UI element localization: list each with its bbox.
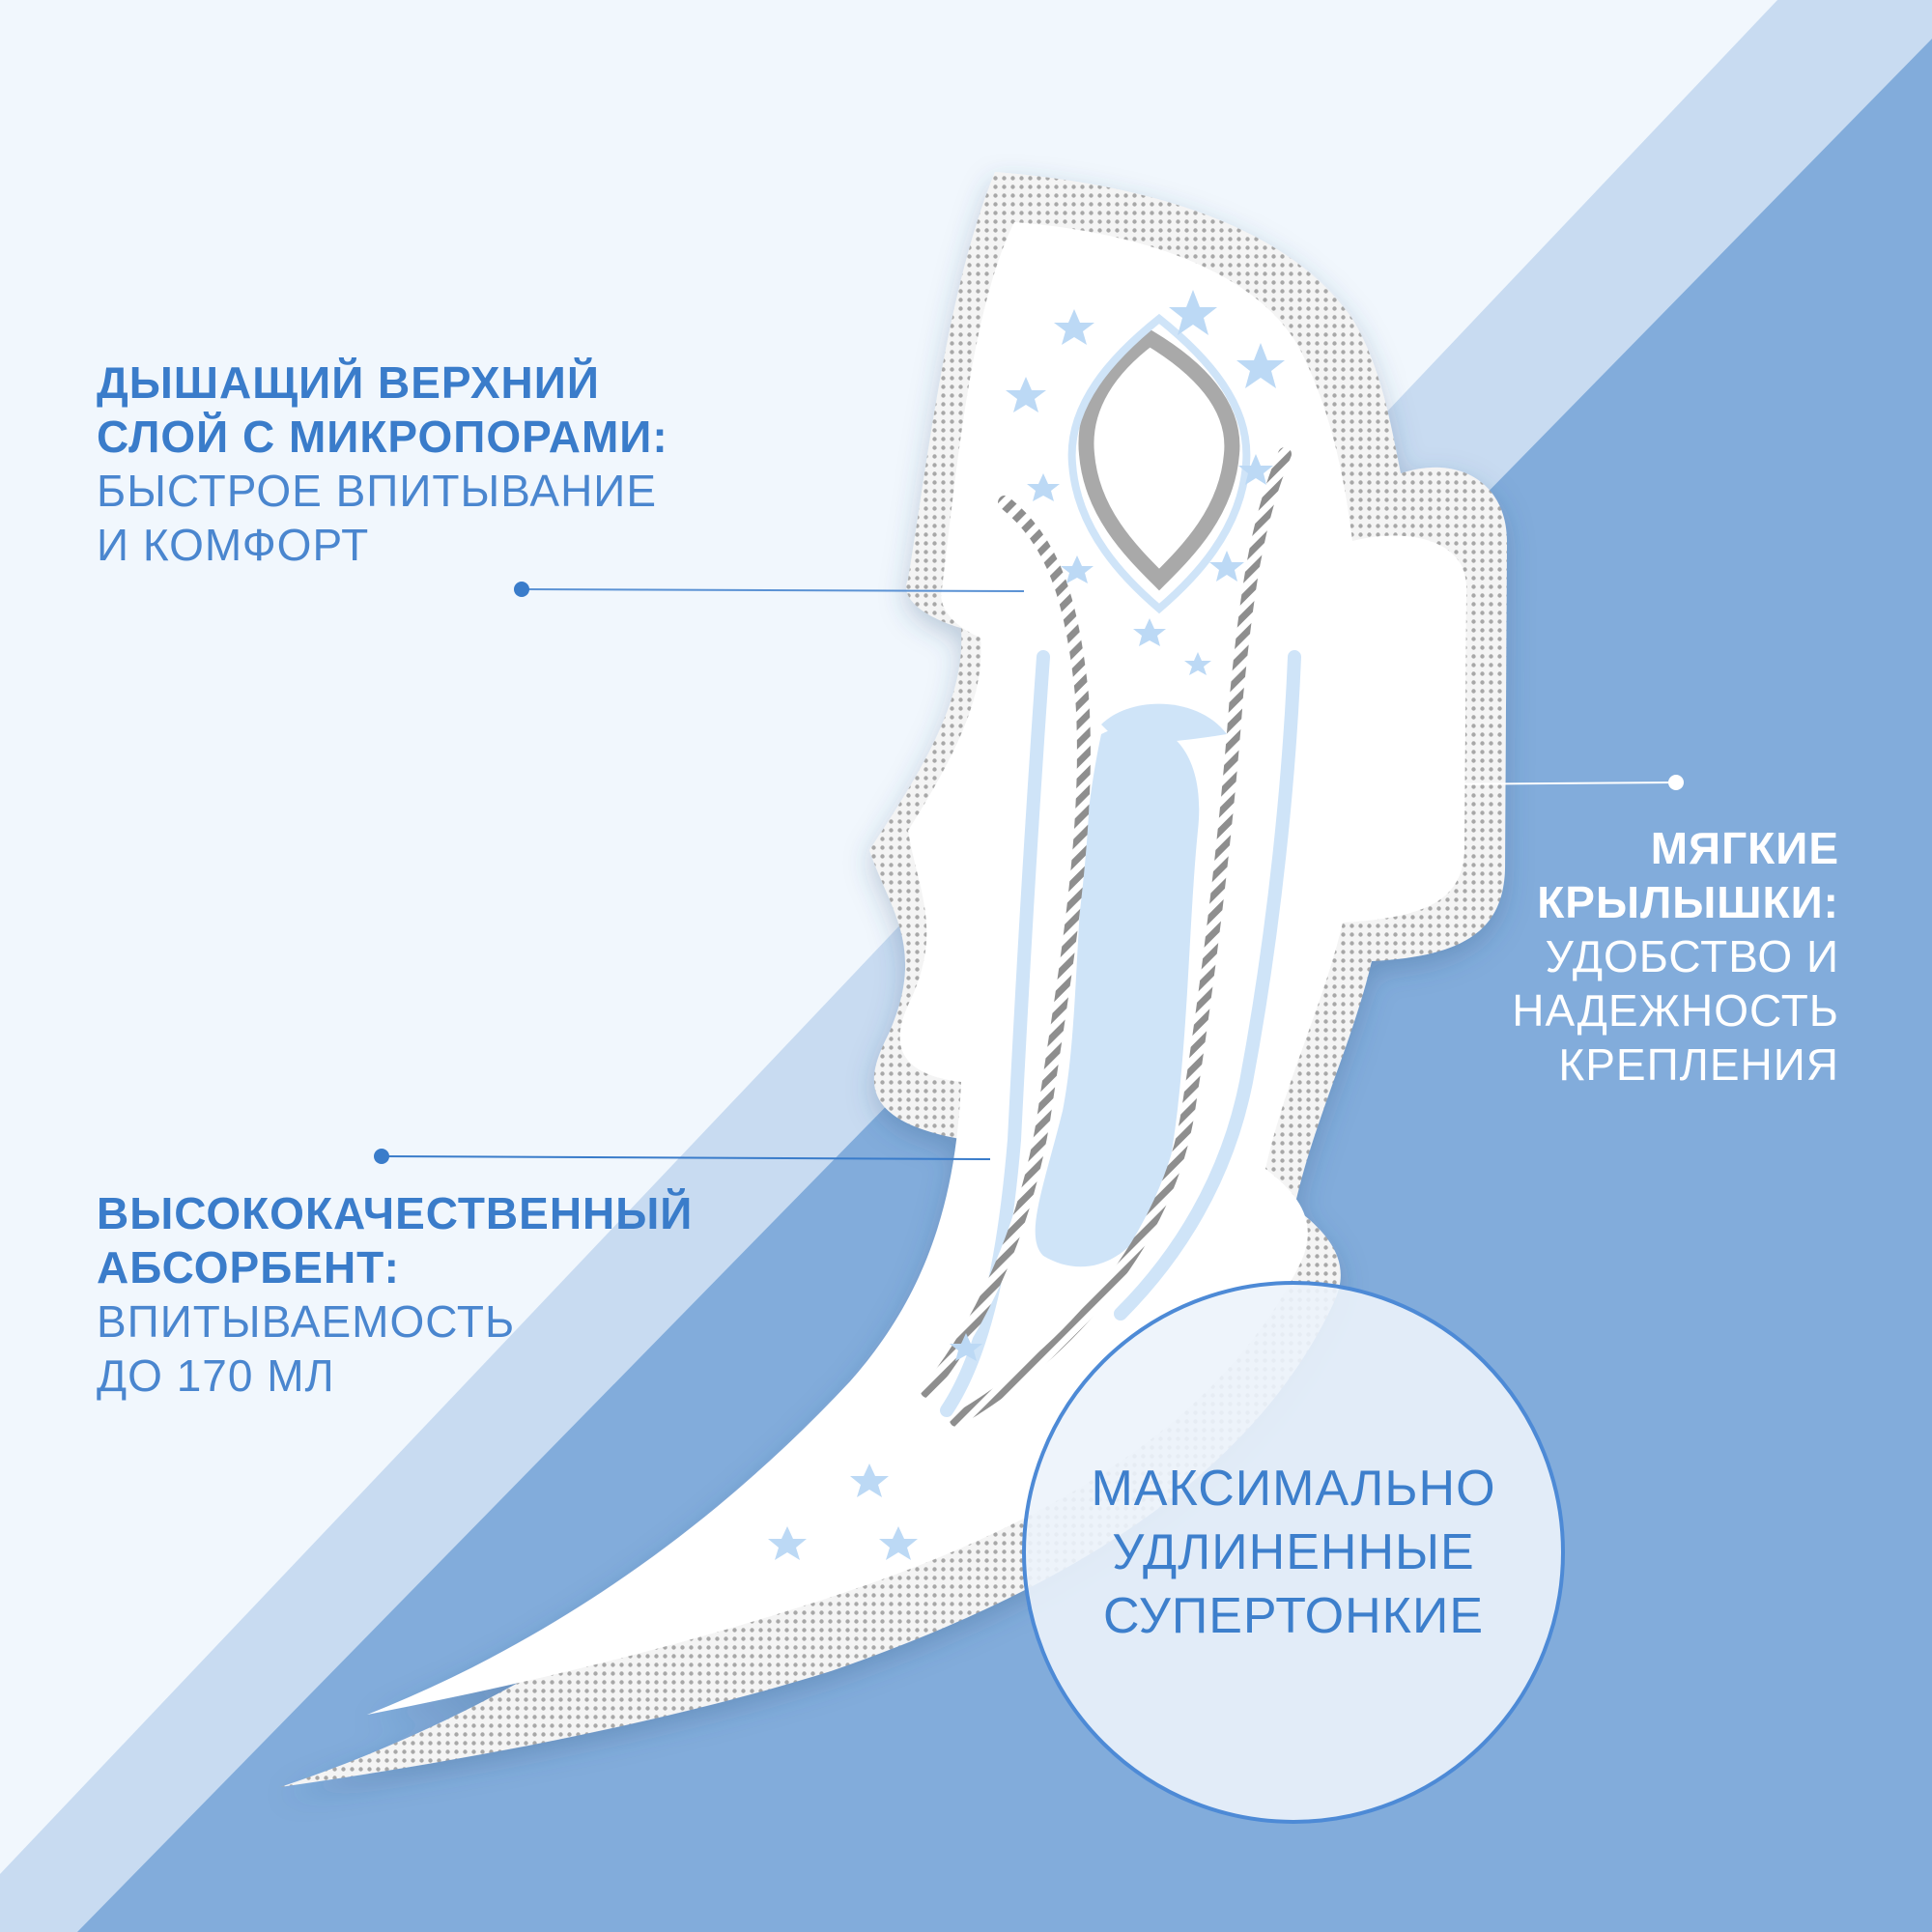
star-icon	[1236, 343, 1285, 388]
star-icon	[950, 1333, 982, 1361]
star-icon	[1209, 551, 1244, 582]
pad-core-top-arc	[1101, 703, 1227, 744]
callout-line-absorbent	[381, 1155, 991, 1160]
star-icon	[1061, 555, 1094, 583]
pad-channel-right	[950, 447, 1292, 1427]
callout-absorbent-sub-1: впитываемость	[97, 1296, 516, 1347]
pad-channel-left	[921, 496, 1091, 1398]
callout-wings-sub-2: надежность	[1512, 985, 1839, 1036]
star-icon	[1054, 309, 1094, 345]
callout-wings-sub-3: крепления	[1558, 1039, 1839, 1090]
callout-dot-icon	[1668, 775, 1684, 790]
star-icon	[879, 1526, 918, 1560]
callout-absorbent: Высококачественный абсорбент: впитываемо…	[97, 1186, 715, 1403]
star-icon	[1027, 473, 1060, 501]
star-icon	[1169, 290, 1217, 335]
star-icon	[850, 1463, 889, 1497]
pad-absorbent-core	[1035, 724, 1200, 1267]
callout-absorbent-heading-1: Высококачественный	[97, 1188, 694, 1238]
pad-stars	[768, 290, 1285, 1560]
callout-top-sheet-heading-2: слой с микропорами:	[97, 412, 668, 462]
callout-absorbent-sub-2: до 170 мл	[97, 1350, 335, 1401]
star-icon	[1184, 652, 1211, 675]
callout-line-top-sheet	[521, 588, 1025, 592]
pad-side-stripe-right	[1114, 650, 1301, 1321]
badge-line-3: супертонкие	[1102, 1588, 1485, 1644]
tulip-logo-petal-outline	[1067, 313, 1251, 614]
callout-wings-sub-1: удобство и	[1545, 931, 1839, 981]
callout-wings-heading-2: крылышки:	[1537, 877, 1839, 927]
callout-line-wings	[1419, 781, 1677, 785]
star-icon	[1006, 377, 1046, 412]
pad-side-stripe-left	[940, 650, 1050, 1417]
callout-dot-icon	[514, 582, 529, 597]
callout-top-sheet-sub-1: быстрое впитывание	[97, 466, 658, 516]
callout-top-sheet-heading-1: Дышащий верхний	[97, 357, 600, 408]
badge-line-2: удлиненные	[1112, 1524, 1475, 1580]
callout-absorbent-heading-2: абсорбент:	[97, 1242, 400, 1293]
callout-wings-heading-1: Мягкие	[1650, 823, 1839, 873]
feature-badge: Максимально удлиненные супертонкие	[1022, 1281, 1565, 1824]
star-icon	[1133, 618, 1166, 646]
callout-dot-icon	[374, 1149, 389, 1164]
callout-wings: Мягкие крылышки: удобство и надежность к…	[1449, 821, 1839, 1092]
badge-line-1: Максимально	[1091, 1461, 1496, 1517]
star-icon	[1238, 454, 1273, 485]
star-icon	[768, 1526, 807, 1560]
tulip-logo-icon	[1078, 328, 1240, 591]
callout-top-sheet: Дышащий верхний слой с микропорами: быст…	[97, 355, 715, 572]
callout-top-sheet-sub-2: и комфорт	[97, 520, 370, 570]
